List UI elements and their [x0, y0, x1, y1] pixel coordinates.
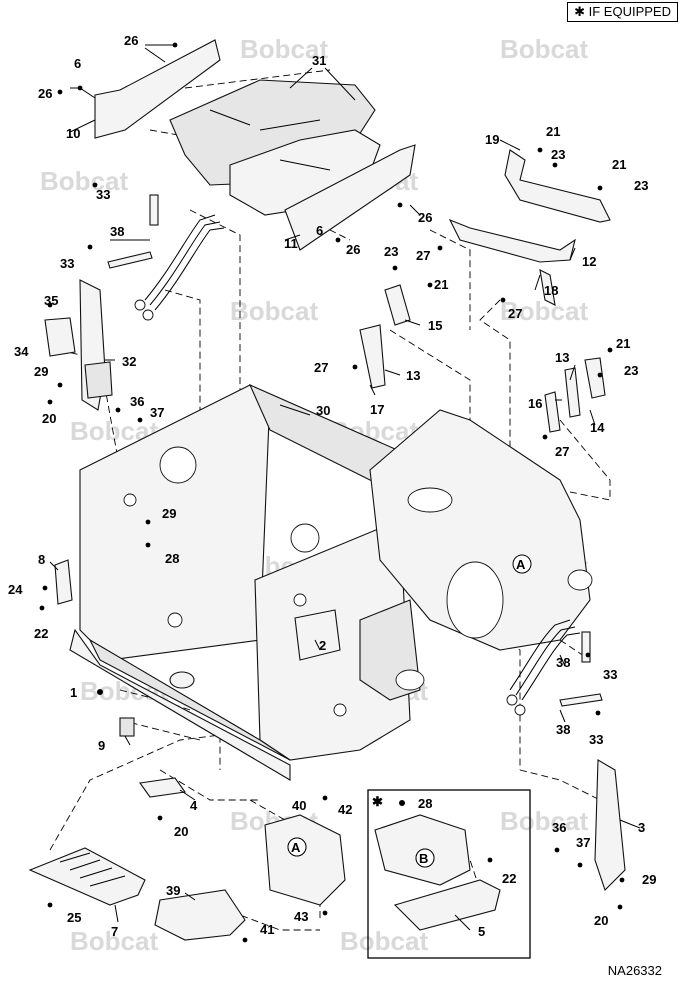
small-brackets: [359, 284, 606, 433]
callout-24: 24: [8, 582, 23, 597]
callout-33: 33: [96, 187, 110, 202]
main-frame: [69, 383, 593, 781]
callout-21: 21: [434, 277, 448, 292]
callout-18: 18: [544, 283, 558, 298]
callout-23: 23: [551, 147, 565, 162]
callout-26: 26: [38, 86, 52, 101]
callout-labels: 26 6 26 10 31 11 6 26 26 19 21 23 21 23 …: [8, 33, 656, 939]
callout-23: 23: [634, 178, 648, 193]
watermark: Bobcat: [500, 296, 588, 326]
callout-20: 20: [42, 411, 56, 426]
callout-28: 28: [418, 796, 432, 811]
detail-view-a: [264, 814, 346, 906]
callout-22: 22: [502, 871, 516, 886]
callout-26: 26: [124, 33, 138, 48]
watermark: Bobcat: [500, 806, 588, 836]
callout-16: 16: [528, 396, 542, 411]
callout-37: 37: [150, 405, 164, 420]
callout-41: 41: [260, 922, 274, 937]
hardware-dots: [39, 42, 625, 943]
watermark: Bobcat: [40, 166, 128, 196]
callout-27: 27: [416, 248, 430, 263]
callout-32: 32: [122, 354, 136, 369]
callout-37: 37: [576, 835, 590, 850]
view-a-marker: A: [516, 557, 526, 572]
if-equipped-legend: ✱ IF EQUIPPED: [567, 2, 678, 22]
view-markers: A A B ✱: [287, 554, 532, 868]
callout-5: 5: [478, 924, 485, 939]
callout-27: 27: [508, 306, 522, 321]
callout-36: 36: [130, 394, 144, 409]
tube-assembly-left: [107, 194, 225, 321]
cab-mount-panels: [94, 39, 416, 251]
callout-2: 2: [319, 638, 326, 653]
callout-27: 27: [555, 444, 569, 459]
callout-33: 33: [60, 256, 74, 271]
callout-23: 23: [384, 244, 398, 259]
callout-4: 4: [190, 798, 198, 813]
callout-9: 9: [98, 738, 105, 753]
callout-38: 38: [556, 722, 570, 737]
callout-1: 1: [70, 685, 77, 700]
callout-29: 29: [162, 506, 176, 521]
callout-10: 10: [66, 126, 80, 141]
callout-33: 33: [589, 732, 603, 747]
callout-13: 13: [406, 368, 420, 383]
callout-3: 3: [638, 820, 645, 835]
tube-assembly-right: [506, 619, 603, 716]
watermark: Bobcat: [230, 296, 318, 326]
callout-20: 20: [594, 913, 608, 928]
watermark: Bobcat: [340, 926, 428, 956]
callout-38: 38: [110, 224, 124, 239]
callout-14: 14: [590, 420, 605, 435]
callout-42: 42: [338, 802, 352, 817]
callout-25: 25: [67, 910, 81, 925]
callout-26: 26: [346, 242, 360, 257]
watermark: Bobcat: [70, 926, 158, 956]
callout-8: 8: [38, 552, 45, 567]
callout-27: 27: [314, 360, 328, 375]
left-panels: [44, 279, 113, 411]
callout-20: 20: [174, 824, 188, 839]
if-equipped-marker: ✱: [372, 794, 383, 809]
view-a-detail-marker: A: [291, 840, 301, 855]
watermark: Bobcat: [240, 34, 328, 64]
callout-15: 15: [428, 318, 442, 333]
callout-31: 31: [312, 53, 326, 68]
callout-34: 34: [14, 344, 29, 359]
diagram-id: NA26332: [607, 963, 662, 978]
callout-40: 40: [292, 798, 306, 813]
view-b-marker: B: [419, 851, 428, 866]
callout-29: 29: [642, 872, 656, 887]
right-brackets: [448, 149, 611, 306]
callout-21: 21: [616, 336, 630, 351]
callout-21: 21: [546, 124, 560, 139]
callout-43: 43: [294, 909, 308, 924]
callout-33: 33: [603, 667, 617, 682]
callout-22: 22: [34, 626, 48, 641]
callout-7: 7: [111, 924, 118, 939]
callout-13: 13: [555, 350, 569, 365]
callout-23: 23: [624, 363, 638, 378]
callout-30: 30: [316, 403, 330, 418]
callout-11: 11: [284, 236, 298, 251]
callout-17: 17: [370, 402, 384, 417]
callout-39: 39: [166, 883, 180, 898]
leader-lines: [49, 44, 641, 931]
watermark: Bobcat: [500, 34, 588, 64]
callout-36: 36: [552, 820, 566, 835]
callout-35: 35: [44, 293, 58, 308]
callout-28: 28: [165, 551, 179, 566]
callout-12: 12: [582, 254, 596, 269]
callout-38: 38: [556, 655, 570, 670]
callout-21: 21: [612, 157, 626, 172]
callout-19: 19: [485, 132, 499, 147]
callout-6: 6: [316, 223, 323, 238]
callout-6: 6: [74, 56, 81, 71]
bottom-plates: [28, 559, 626, 941]
callout-29: 29: [34, 364, 48, 379]
callout-26: 26: [418, 210, 432, 225]
